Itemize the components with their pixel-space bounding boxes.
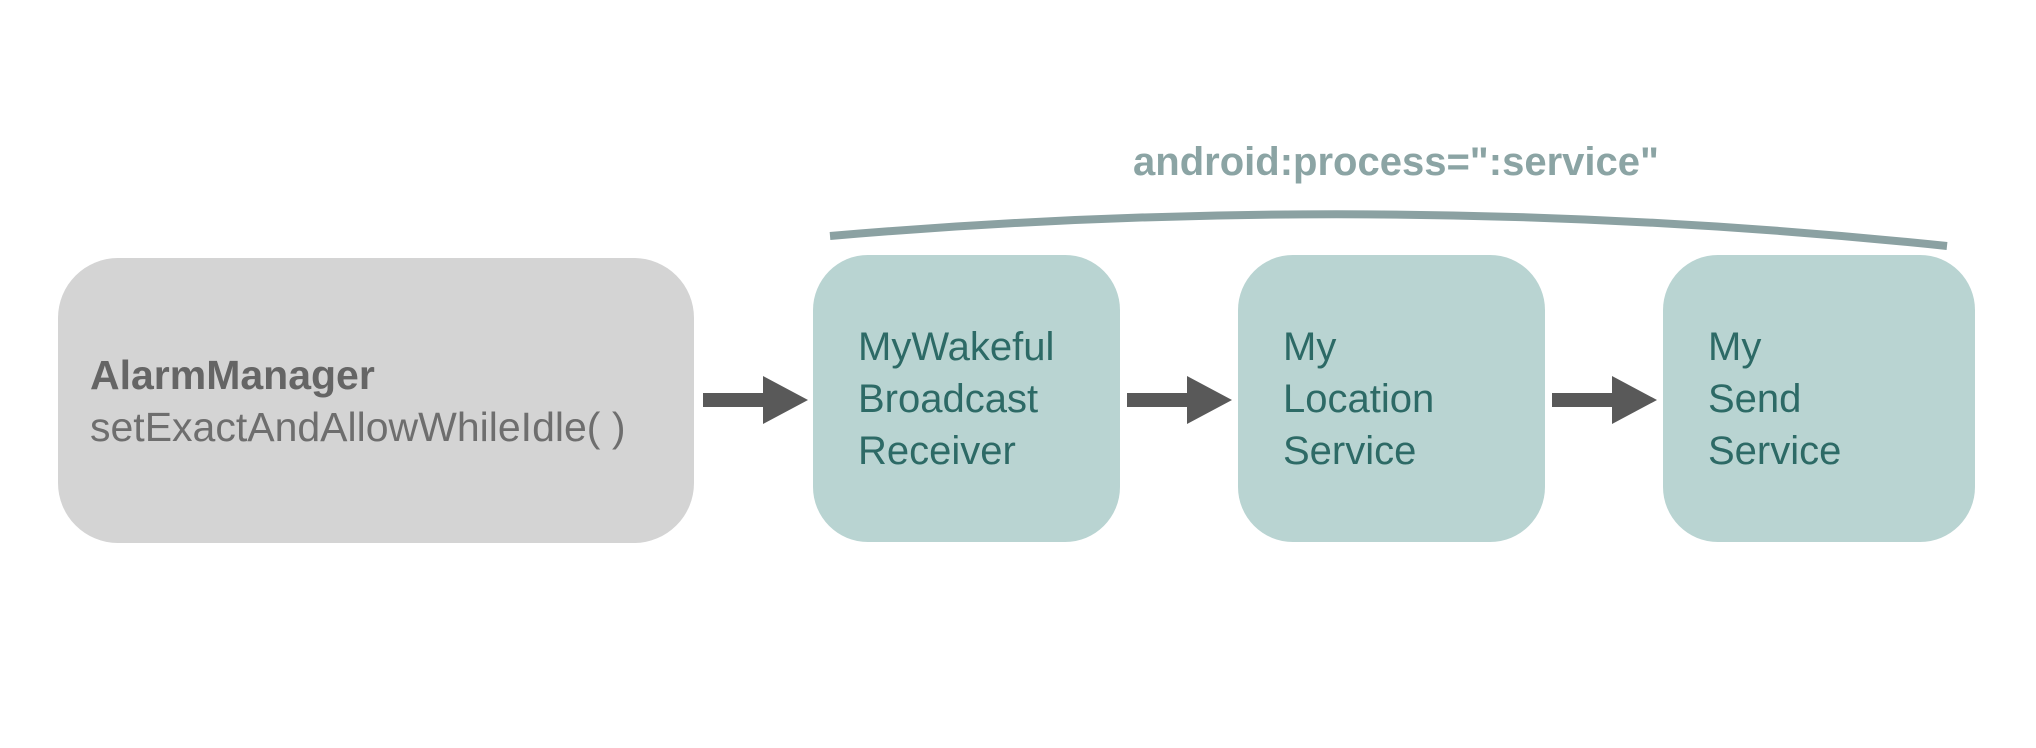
node-line: Service [1708,428,1842,473]
arrow-right-icon [1127,376,1232,424]
node-line: My [1708,324,1762,369]
node-my-location-service: My Location Service [1238,255,1545,542]
node-line: Send [1708,376,1802,421]
arrow-right-icon [703,376,808,424]
node-alarm-manager: AlarmManager setExactAndAllowWhileIdle( … [58,258,694,543]
arrow-right-icon [1552,376,1657,424]
process-scope-label: android:process=":service" [1133,140,1659,184]
node-line: My [1283,324,1337,369]
node-my-send-service: My Send Service [1663,255,1975,542]
node-my-wakeful-broadcast-receiver: MyWakeful Broadcast Receiver [813,255,1120,542]
alarm-manager-title: AlarmManager [90,351,375,398]
node-line: Broadcast [858,376,1039,421]
node-line: MyWakeful [858,324,1055,369]
node-line: Receiver [858,428,1016,473]
node-line: Location [1283,376,1435,421]
node-line: Service [1283,428,1417,473]
alarm-manager-method: setExactAndAllowWhileIdle( ) [90,403,626,450]
